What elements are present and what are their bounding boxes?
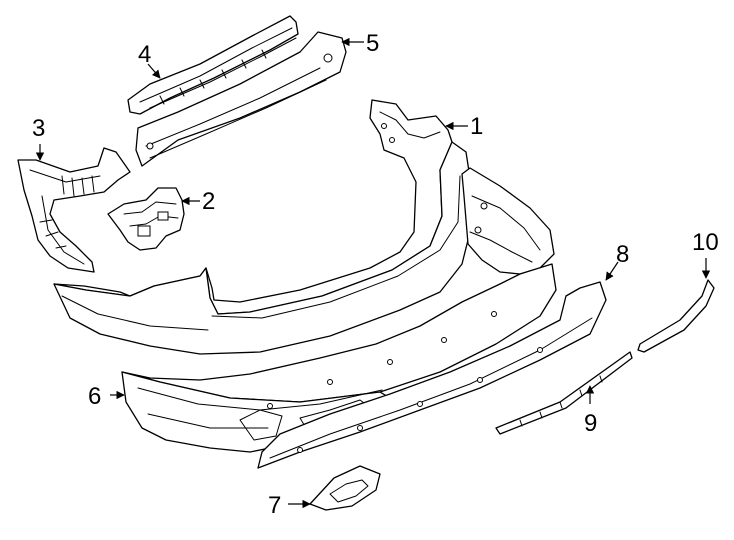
- callout-1: 1: [470, 113, 483, 140]
- callout-labels: 1 2 3 4 5 6 7 8 9 10: [32, 30, 719, 519]
- callout-10: 10: [692, 229, 719, 256]
- lower-molding-part: [257, 281, 607, 469]
- callout-9: 9: [584, 410, 597, 437]
- side-trim-part: [637, 279, 715, 353]
- callout-3: 3: [32, 115, 45, 142]
- center-bracket-part: [107, 187, 185, 251]
- side-bracket-part: [17, 147, 131, 273]
- trim-strip-part: [495, 351, 633, 435]
- impact-bar-part: [135, 31, 347, 167]
- corner-bracket-part: [461, 167, 555, 275]
- callout-4: 4: [138, 41, 151, 68]
- upper-absorber-part: [127, 15, 299, 115]
- lower-insert-part: [309, 465, 381, 511]
- callout-8: 8: [616, 241, 629, 268]
- callout-2: 2: [202, 188, 215, 215]
- callout-6: 6: [88, 383, 101, 410]
- callout-5: 5: [366, 30, 379, 57]
- callout-7: 7: [268, 492, 281, 519]
- leader-lines: [35, 37, 711, 509]
- bumper-cover-part: [53, 99, 471, 355]
